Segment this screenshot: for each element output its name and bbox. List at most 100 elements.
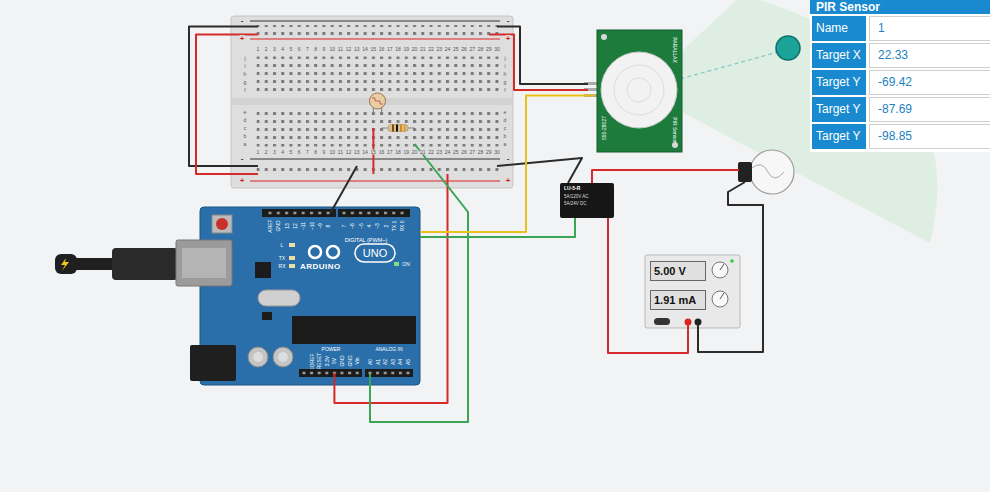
pir-sensor — [597, 30, 682, 152]
arduino-board — [339, 212, 408, 215]
column-number: 1 — [256, 150, 260, 155]
pir-sensor — [584, 30, 682, 152]
power-wire — [489, 35, 588, 91]
usb-cable — [55, 254, 77, 274]
usb-cable — [55, 240, 232, 286]
column-number: 19 — [403, 150, 410, 155]
row-letter: a — [243, 142, 247, 147]
pin-label: 3.3V — [324, 356, 329, 366]
power-wire — [334, 174, 447, 403]
rail-sign: - — [241, 17, 244, 25]
model-name: UNO — [355, 244, 395, 262]
column-number: 23 — [436, 47, 443, 52]
column-number: 12 — [345, 150, 352, 155]
row-letter: c — [243, 126, 247, 131]
column-number: 8 — [314, 150, 318, 155]
arduino-board — [262, 209, 336, 217]
light-bulb — [752, 165, 784, 178]
column-number: 18 — [395, 47, 402, 52]
current-display: 1.91 mA — [650, 290, 706, 310]
header-title: POWER — [322, 347, 341, 352]
ground-wire — [189, 27, 258, 167]
power-supply — [645, 255, 740, 328]
column-number: 26 — [461, 150, 468, 155]
column-number: 24 — [444, 47, 451, 52]
row-letter: b — [503, 134, 507, 139]
photoresistor — [370, 93, 386, 112]
row-letter: h — [243, 72, 247, 77]
column-number: 5 — [289, 150, 293, 155]
row-letter: a — [503, 142, 507, 147]
column-number: 4 — [281, 47, 285, 52]
row-letter: e — [243, 110, 247, 115]
power-supply — [645, 255, 740, 328]
load-wire — [592, 170, 739, 184]
pin-label: A0 — [368, 359, 373, 365]
load-wire — [698, 182, 763, 352]
pin-label: 13 — [284, 223, 289, 229]
row-letter: b — [243, 134, 247, 139]
power-supply — [712, 262, 728, 278]
panel-heading: PIR Sensor — [810, 0, 990, 14]
pin-label: IOREF — [309, 353, 314, 368]
column-number: 13 — [354, 150, 361, 155]
usb-cable — [112, 248, 178, 280]
column-number: 6 — [297, 150, 301, 155]
ground-wire — [331, 166, 357, 212]
column-number: 27 — [469, 47, 476, 52]
arduino-board — [258, 290, 300, 306]
column-number: 16 — [378, 47, 385, 52]
property-value: -87.69 — [869, 97, 990, 122]
column-number: 17 — [387, 47, 394, 52]
column-number: 29 — [485, 47, 492, 52]
pin-label: 4 — [366, 225, 371, 228]
property-row: Target Y-87.69 — [812, 97, 990, 122]
column-number: 21 — [420, 150, 427, 155]
property-name: Target Y — [812, 70, 866, 95]
column-number: 28 — [477, 47, 484, 52]
arduino-board — [394, 262, 399, 266]
column-number: 30 — [494, 150, 501, 155]
breadboard — [250, 21, 500, 22]
power-supply — [720, 264, 724, 270]
column-number: 23 — [436, 150, 443, 155]
breadboard — [231, 98, 513, 105]
pin-label: ~5 — [358, 223, 363, 229]
arduino-board — [190, 207, 420, 385]
row-letter: j — [244, 56, 246, 61]
column-number: 9 — [322, 47, 326, 52]
relay-model: LU-5-R — [564, 186, 580, 191]
led-label: ON — [402, 262, 410, 267]
pin-label: A3 — [390, 359, 395, 365]
photoresistor — [372, 98, 383, 104]
resistor — [400, 125, 402, 132]
pin-label: 12 — [292, 223, 297, 229]
column-number: 29 — [485, 150, 492, 155]
breadboard — [231, 16, 513, 188]
pin-label: Vin — [355, 357, 360, 364]
arduino-board — [216, 218, 228, 230]
resistor — [382, 127, 415, 128]
resistor — [388, 125, 408, 132]
arduino-board — [365, 369, 413, 377]
pir-sensor — [584, 82, 597, 85]
wire-set — [189, 27, 763, 423]
header-title: ANALOG IN — [375, 347, 402, 352]
relay-rating: 5A/120V AC — [564, 195, 589, 200]
property-value: -69.42 — [869, 70, 990, 95]
column-number: 26 — [461, 47, 468, 52]
column-number: 27 — [469, 150, 476, 155]
arduino-board — [212, 215, 232, 233]
column-number: 18 — [395, 150, 402, 155]
usb-cable — [61, 258, 69, 271]
rail-sign: + — [506, 177, 511, 185]
pin-label: A2 — [383, 359, 388, 365]
light-bulb — [738, 162, 752, 182]
inspector-panel: PIR SensorName1Target X22.33Target Y-69.… — [810, 0, 990, 152]
pin-label: ~9 — [317, 223, 322, 229]
property-name: Name — [812, 16, 866, 41]
arduino-board — [355, 244, 395, 262]
power-supply — [712, 291, 728, 307]
arduino-board — [309, 246, 321, 258]
column-number: 11 — [337, 150, 343, 155]
